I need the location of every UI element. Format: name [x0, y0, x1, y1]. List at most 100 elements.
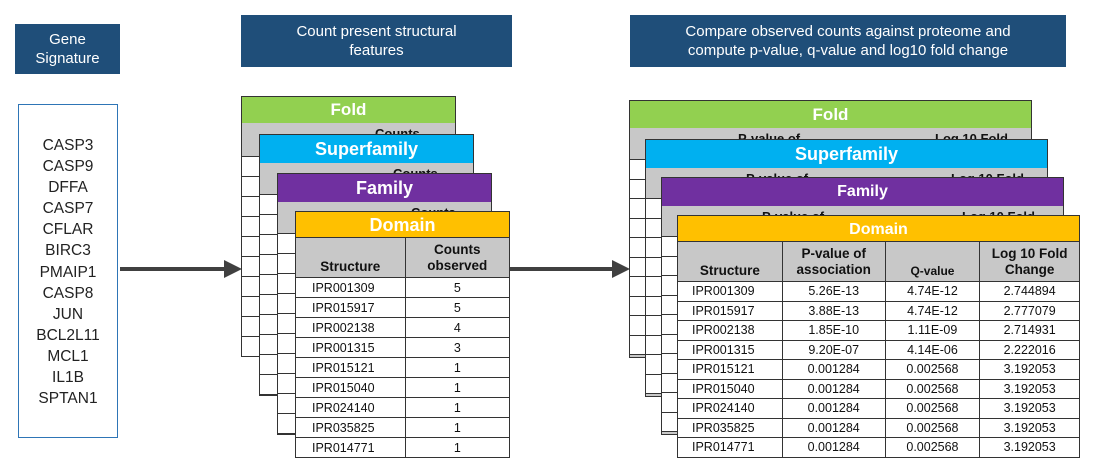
back-row-stub	[661, 275, 678, 296]
gene-item: CASP9	[42, 158, 94, 176]
qvalue-cell: 0.002568	[884, 437, 981, 458]
structure-cell: IPR014771	[677, 437, 783, 458]
structure-cell: IPR024140	[295, 397, 406, 418]
back-row-stub	[259, 334, 278, 355]
back-row-stub	[661, 411, 678, 432]
structure-cell: IPR001315	[677, 339, 783, 360]
pvalue-cell: 0.001284	[781, 437, 886, 458]
structure-cell: IPR015040	[295, 377, 406, 398]
pvalue-cell: 0.001284	[781, 359, 886, 380]
family-stats-band: Family	[662, 178, 1063, 206]
count-cell: 3	[404, 337, 511, 358]
back-row-stub	[661, 314, 678, 335]
back-row-stub	[645, 256, 662, 277]
logfold-cell: 3.192053	[979, 398, 1080, 419]
back-row-stub	[629, 256, 646, 277]
stats-header-logfold: Log 10 Fold Change	[979, 241, 1080, 282]
back-row-stub	[645, 354, 662, 375]
back-row-stub	[277, 293, 296, 314]
back-row-stub	[645, 276, 662, 297]
logfold-cell: 2.222016	[979, 339, 1080, 360]
logfold-cell: 2.744894	[979, 281, 1080, 302]
structure-cell: IPR001309	[677, 281, 783, 302]
back-row-stub	[661, 333, 678, 354]
family-band: Family	[278, 174, 491, 202]
back-row-stub	[645, 373, 662, 394]
back-row-stub	[645, 315, 662, 336]
gene-signature-header-line-1: Gene	[49, 31, 86, 48]
gene-item: JUN	[52, 305, 84, 323]
gene-item: IL1B	[52, 369, 84, 387]
domain-stats-card: Domain	[677, 215, 1080, 242]
back-row-stub	[241, 256, 260, 277]
logfold-cell: 3.192053	[979, 417, 1080, 438]
structure-cell: IPR015121	[295, 357, 406, 378]
back-row-stub	[277, 353, 296, 374]
back-row-stub	[277, 373, 296, 394]
gene-item: SPTAN1	[38, 390, 98, 408]
gene-signature-list: CASP3 CASP9 DFFA CASP7 CFLAR BIRC3 PMAIP…	[18, 104, 118, 438]
back-row-stub	[259, 354, 278, 375]
counts-header-observed: Counts observed	[404, 237, 511, 278]
pvalue-cell: 5.26E-13	[781, 281, 886, 302]
count-features-header-line-1: Count present structural	[296, 23, 457, 40]
back-row-stub	[277, 393, 296, 414]
counts-header-structure: Structure	[295, 237, 406, 278]
back-row-stub	[661, 353, 678, 374]
back-row-stub	[259, 374, 278, 395]
gene-signature-header: Gene Signature	[15, 24, 120, 74]
back-row-stub	[629, 237, 646, 258]
logfold-cell: 2.714931	[979, 320, 1080, 341]
structure-cell: IPR001315	[295, 337, 406, 358]
fold-stats-band: Fold	[630, 101, 1031, 128]
gene-item: MCL1	[47, 347, 89, 365]
back-row-stub	[277, 333, 296, 354]
gene-item: PMAIP1	[39, 263, 97, 281]
arrow-line-2	[510, 267, 614, 271]
back-row-stub	[277, 233, 296, 254]
back-row-stub	[241, 236, 260, 257]
back-row-stub	[645, 237, 662, 258]
stats-header-pvalue: P-value of association	[781, 241, 886, 282]
count-cell: 4	[404, 317, 511, 338]
domain-stats-band: Domain	[678, 216, 1079, 242]
stats-table: Structure P-value of association Q-value…	[677, 241, 1080, 458]
superfamily-stats-band: Superfamily	[646, 140, 1047, 168]
back-row-stub	[629, 198, 646, 219]
back-row-stub	[661, 372, 678, 393]
pvalue-cell: 0.001284	[781, 378, 886, 399]
count-cell: 1	[404, 397, 511, 418]
logfold-cell: 3.192053	[979, 359, 1080, 380]
back-row-stub	[645, 198, 662, 219]
structure-cell: IPR015040	[677, 378, 783, 399]
pvalue-cell: 0.001284	[781, 417, 886, 438]
back-row-stub	[241, 296, 260, 317]
back-row-stub	[259, 254, 278, 275]
compare-header-line-2: compute p-value, q-value and log10 fold …	[687, 42, 1009, 59]
gene-item: BIRC3	[45, 242, 91, 260]
gene-item: CASP3	[42, 137, 94, 154]
count-features-header: Count present structural features	[241, 15, 512, 67]
gene-item: CASP7	[42, 200, 94, 218]
arrow-head-1-icon	[224, 260, 242, 278]
structure-cell: IPR035825	[677, 417, 783, 438]
back-row-stub	[259, 274, 278, 295]
back-row-stub	[645, 334, 662, 355]
back-row-stub	[645, 295, 662, 316]
back-row-stub	[629, 217, 646, 238]
back-row-stub	[629, 315, 646, 336]
pvalue-cell: 0.001284	[781, 398, 886, 419]
logfold-cell: 3.192053	[979, 437, 1080, 458]
back-row-stub	[277, 273, 296, 294]
back-row-stub	[629, 159, 646, 180]
